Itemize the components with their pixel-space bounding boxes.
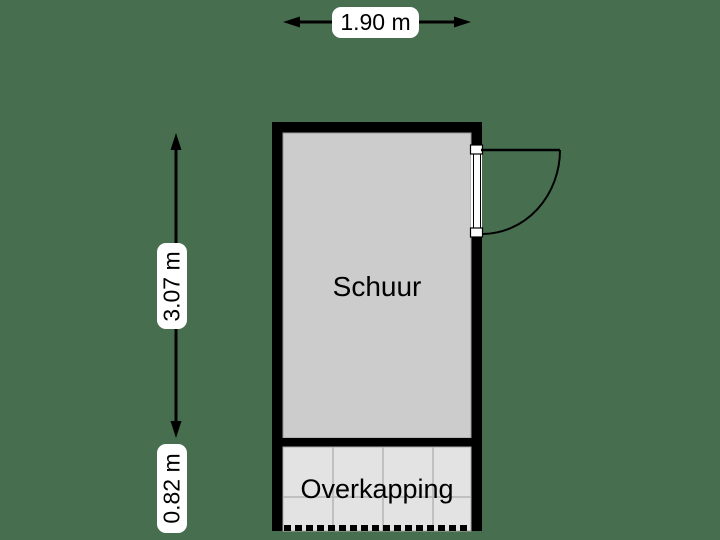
arrow-up-icon <box>170 133 182 150</box>
width-dimension-label: 1.90 m <box>332 7 419 38</box>
overkapping-dimension-label: 0.82 m <box>157 444 187 533</box>
door-swing-arc-icon <box>481 149 561 235</box>
right-wall-lower <box>471 237 482 531</box>
arrow-right-icon <box>454 16 471 28</box>
schuur-room-label: Schuur <box>332 271 422 302</box>
overkapping-grid <box>283 447 471 531</box>
schuur-room <box>282 132 472 439</box>
left-wall <box>272 122 283 531</box>
width-dimension-value: 1.90 m <box>340 9 411 35</box>
overkapping-dimension-value: 0.82 m <box>158 453 185 524</box>
height-dimension-value: 3.07 m <box>158 250 185 322</box>
door <box>469 144 561 238</box>
overkapping-room-label: Overkapping <box>300 474 454 504</box>
top-wall <box>272 122 482 133</box>
height-dimension-label: 3.07 m <box>157 243 187 329</box>
overkapping-area <box>282 446 472 532</box>
right-wall-upper <box>471 122 482 145</box>
arrow-left-icon <box>283 16 300 28</box>
schuur-bottom-wall <box>272 438 482 447</box>
arrow-down-icon <box>170 421 182 438</box>
